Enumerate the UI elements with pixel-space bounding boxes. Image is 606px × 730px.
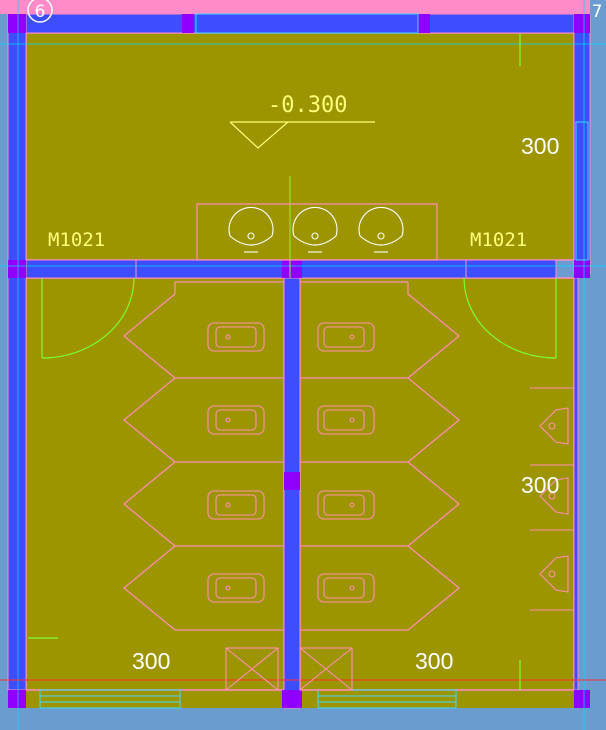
toilet-right-3 <box>317 490 375 520</box>
windows <box>39 13 589 709</box>
right-stall-3-door <box>300 461 460 547</box>
basin-2 <box>292 206 338 246</box>
floor-drain-right <box>299 647 353 691</box>
door-tag-right: M1021 <box>470 229 527 251</box>
column-top-mid-left <box>182 14 194 33</box>
dimension-right-middle: 300 <box>521 472 559 498</box>
door-left-swing <box>41 277 135 359</box>
toilet-left-2 <box>207 405 265 435</box>
left-wall <box>7 13 27 691</box>
right-stall-1-door <box>300 282 460 379</box>
left-stall-2-door <box>123 377 284 463</box>
basin-3 <box>358 206 404 246</box>
window-top <box>195 13 419 34</box>
door-tag-left: M1021 <box>48 229 105 251</box>
toilet-left-1 <box>207 322 265 352</box>
right-border-band <box>590 0 606 730</box>
right-toilets <box>317 322 375 603</box>
wash-basins <box>228 206 404 253</box>
dimension-bottom-left: 300 <box>132 648 170 674</box>
middle-wall-left <box>25 259 137 279</box>
floor-drain-left <box>225 647 279 691</box>
center-partition-wall <box>283 277 301 709</box>
left-stall-3-door <box>123 461 284 547</box>
toilet-left-3 <box>207 490 265 520</box>
left-stall-4-door <box>123 545 284 631</box>
washroom-floor <box>26 33 574 260</box>
toilet-right-4 <box>317 573 375 603</box>
window-bottom-left <box>39 689 181 709</box>
column-mid-right <box>574 260 590 278</box>
left-toilets <box>207 322 265 603</box>
left-stall-1-door <box>123 282 284 379</box>
column-mid-center <box>282 260 302 278</box>
right-stall-4-door <box>300 545 460 631</box>
right-wall-lower <box>573 277 579 691</box>
column-bottom-left <box>8 690 26 708</box>
right-stall-bank <box>300 281 460 631</box>
level-mark-text: -0.300 <box>268 93 347 118</box>
urinal-1 <box>539 407 569 445</box>
toilet-right-2 <box>317 405 375 435</box>
urinal-2 <box>539 477 569 515</box>
wash-counter <box>196 203 438 261</box>
top-wall <box>7 13 591 34</box>
bottom-border-band <box>0 708 606 730</box>
right-stall-2-door <box>300 377 460 463</box>
left-stall-bank <box>123 281 284 631</box>
column-partition <box>284 472 300 490</box>
doors <box>28 34 557 690</box>
column-bottom-right <box>574 690 590 708</box>
grid-axis-6: 6 <box>35 2 46 22</box>
dimension-right-upper: 300 <box>521 133 559 159</box>
door-right-swing <box>463 277 557 359</box>
top-border-band <box>0 0 606 14</box>
basin-1 <box>228 206 274 246</box>
middle-wall-right <box>465 259 557 279</box>
left-restroom-floor <box>26 278 284 690</box>
window-right <box>575 121 589 261</box>
toilet-left-4 <box>207 573 265 603</box>
grid-bubble-6 <box>27 0 53 23</box>
toilet-right-1 <box>317 322 375 352</box>
urinal-3 <box>539 555 569 593</box>
column-mid-left <box>8 260 26 278</box>
grid-axis-7: 7 <box>592 2 603 22</box>
column-top-mid <box>418 14 430 33</box>
dimension-bottom-right: 300 <box>415 648 453 674</box>
floor-drains <box>225 647 353 691</box>
urinals <box>530 387 574 611</box>
columns <box>8 14 590 708</box>
column-top-right <box>574 14 590 33</box>
window-bottom-right <box>317 689 457 709</box>
column-top-left <box>8 14 26 33</box>
column-bottom-center <box>282 690 302 708</box>
level-marker <box>229 121 375 149</box>
